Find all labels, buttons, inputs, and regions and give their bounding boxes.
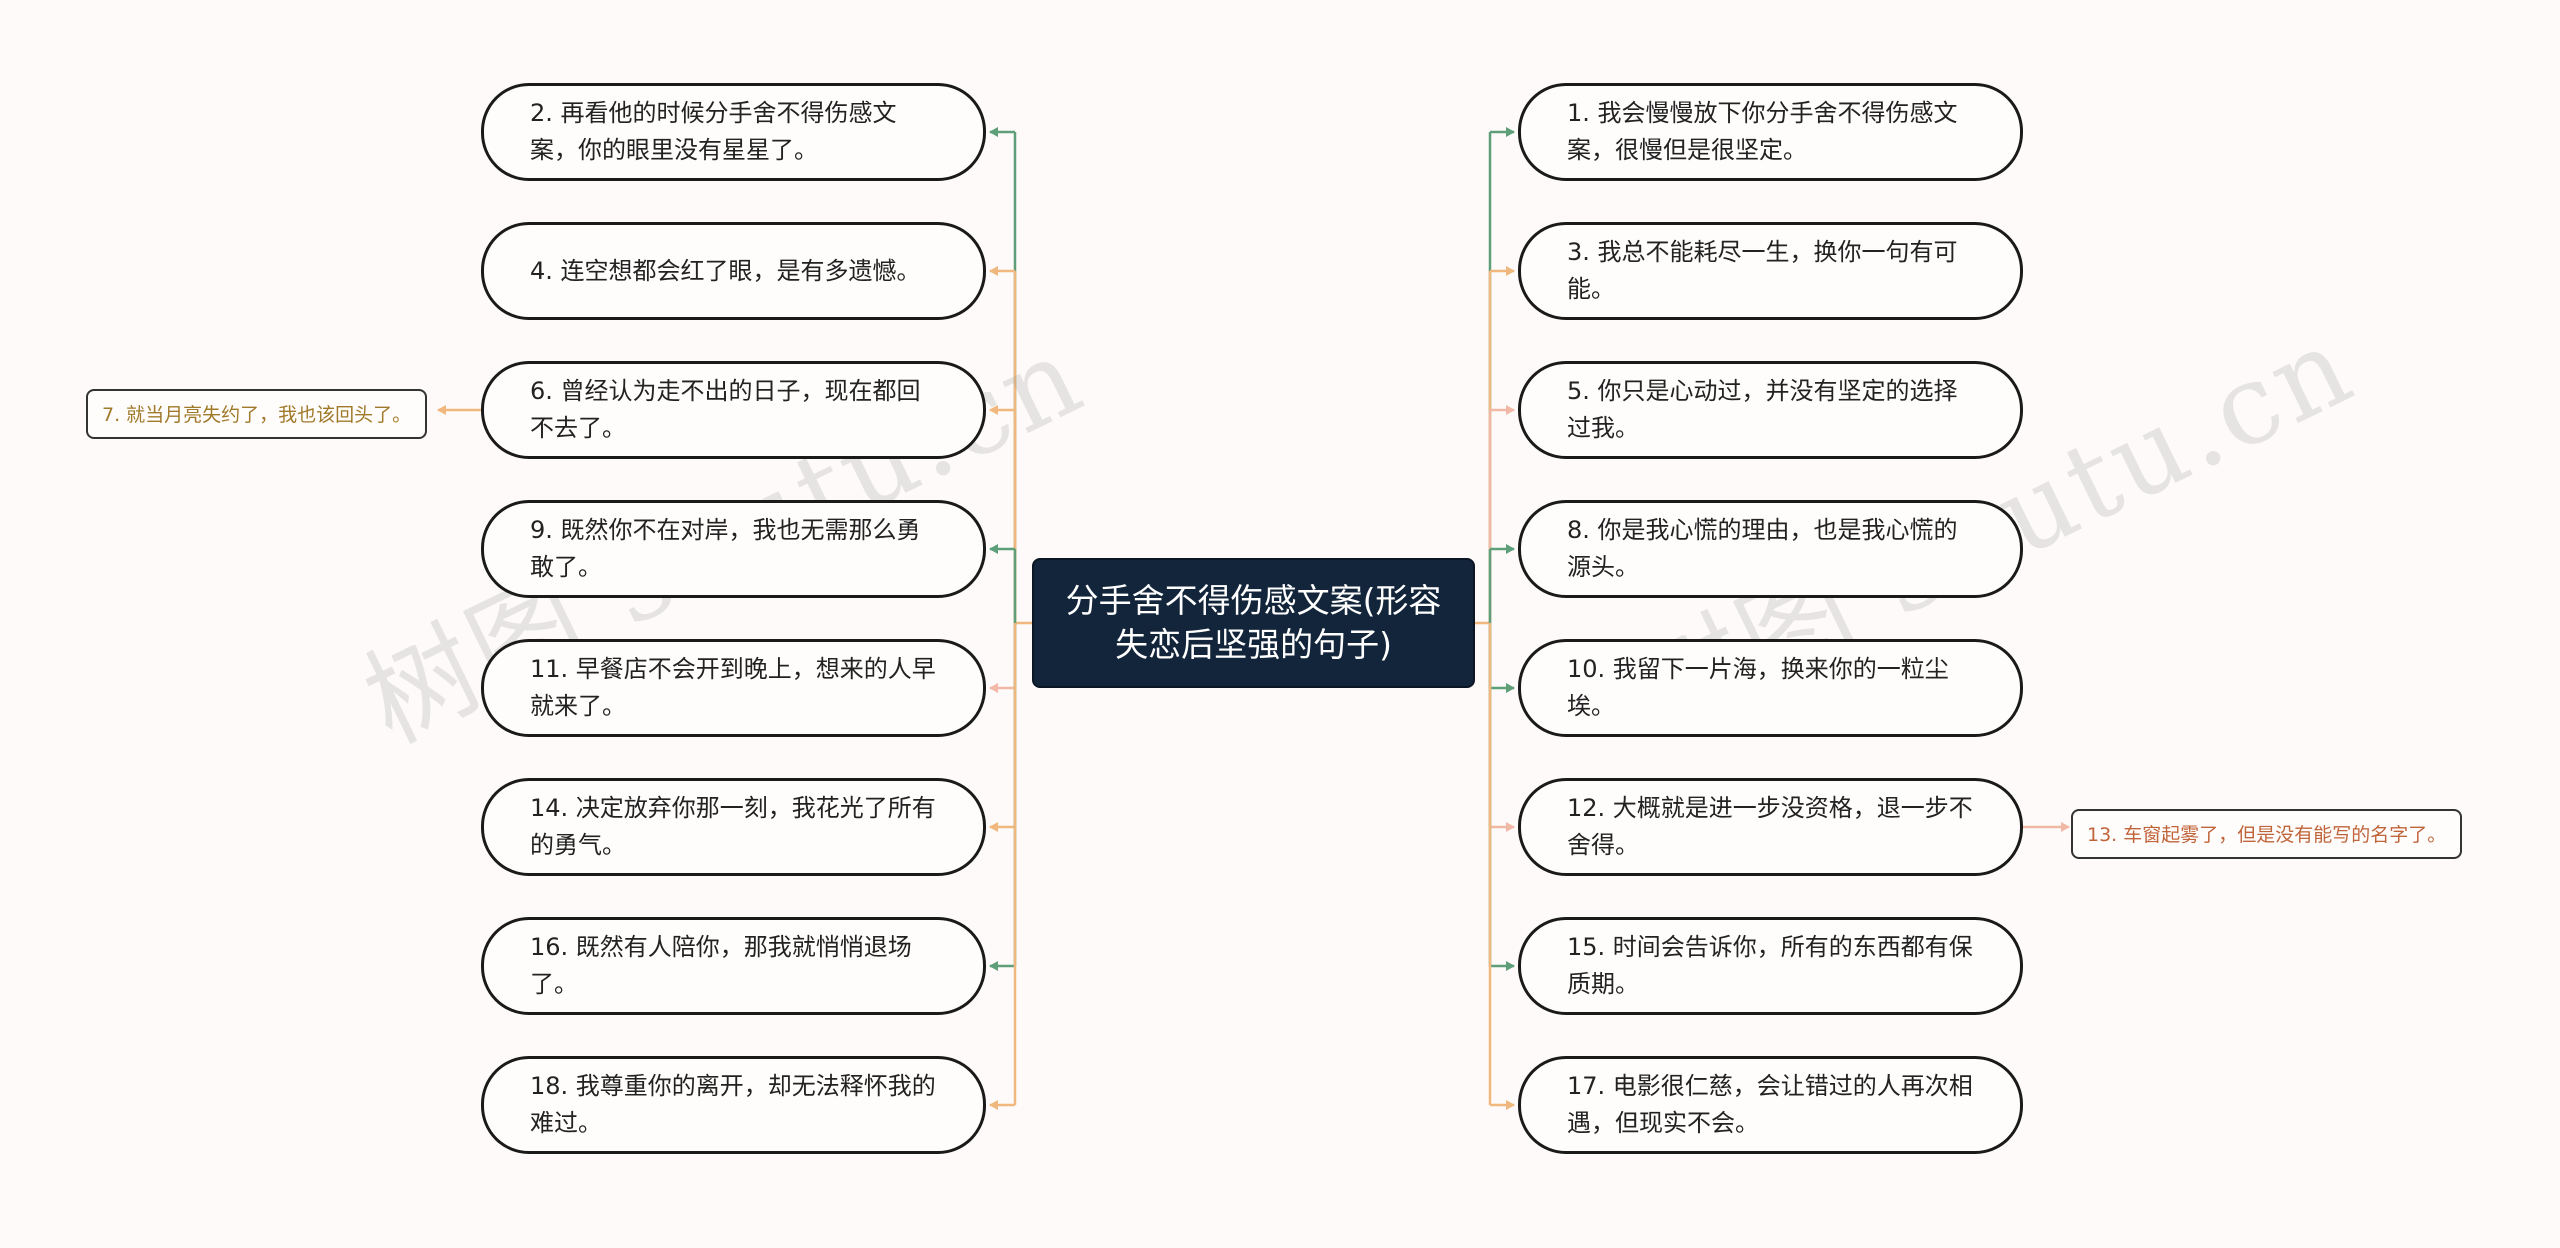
right-branch-node-2[interactable]: 3. 我总不能耗尽一生，换你一句有可能。 <box>1518 222 2023 320</box>
edge-left-arrow-1 <box>989 127 998 137</box>
left-branch-node-4[interactable]: 9. 既然你不在对岸，我也无需那么勇敢了。 <box>481 500 986 598</box>
left-branch-node-label: 18. 我尊重你的离开，却无法释怀我的难过。 <box>530 1072 936 1137</box>
edge-right-arrow-8 <box>1506 1100 1515 1110</box>
edge-left-arrow-8 <box>989 1100 998 1110</box>
edge-left-arrow-3 <box>989 405 998 415</box>
right-branch-node-label: 8. 你是我心慌的理由，也是我心慌的源头。 <box>1567 516 1958 581</box>
leaf-node-7-label: 7. 就当月亮失约了，我也该回头了。 <box>102 404 412 426</box>
right-branch-node-label: 1. 我会慢慢放下你分手舍不得伤感文案，很慢但是很坚定。 <box>1567 99 1958 164</box>
edge-right-arrow-6 <box>1506 822 1515 832</box>
edge-leaf-7-arrow <box>437 405 446 415</box>
left-branch-node-label: 14. 决定放弃你那一刻，我花光了所有的勇气。 <box>530 794 936 859</box>
left-branch-node-1[interactable]: 2. 再看他的时候分手舍不得伤感文案，你的眼里没有星星了。 <box>481 83 986 181</box>
leaf-node-7[interactable]: 7. 就当月亮失约了，我也该回头了。 <box>86 389 428 439</box>
root-topic[interactable]: 分手舍不得伤感文案(形容失恋后坚强的句子) <box>1032 558 1475 688</box>
left-branch-node-2[interactable]: 4. 连空想都会红了眼，是有多遗憾。 <box>481 222 986 320</box>
leaf-node-13[interactable]: 13. 车窗起雾了，但是没有能写的名字了。 <box>2071 809 2463 859</box>
right-branch-node-6[interactable]: 12. 大概就是进一步没资格，退一步不舍得。 <box>1518 778 2023 876</box>
left-branch-node-label: 6. 曾经认为走不出的日子，现在都回不去了。 <box>530 377 921 442</box>
right-branch-node-label: 15. 时间会告诉你，所有的东西都有保质期。 <box>1567 933 1973 998</box>
right-branch-node-label: 5. 你只是心动过，并没有坚定的选择过我。 <box>1567 377 1958 442</box>
edge-left-arrow-2 <box>989 266 998 276</box>
root-topic-label: 分手舍不得伤感文案(形容失恋后坚强的句子) <box>1065 581 1442 664</box>
leaf-node-13-label: 13. 车窗起雾了，但是没有能写的名字了。 <box>2087 824 2447 846</box>
right-branch-node-7[interactable]: 15. 时间会告诉你，所有的东西都有保质期。 <box>1518 917 2023 1015</box>
edge-right-arrow-1 <box>1506 127 1515 137</box>
left-branch-node-8[interactable]: 18. 我尊重你的离开，却无法释怀我的难过。 <box>481 1056 986 1154</box>
edge-right-arrow-7 <box>1506 961 1515 971</box>
left-branch-node-5[interactable]: 11. 早餐店不会开到晚上，想来的人早就来了。 <box>481 639 986 737</box>
right-branch-node-label: 12. 大概就是进一步没资格，退一步不舍得。 <box>1567 794 1973 859</box>
right-branch-node-1[interactable]: 1. 我会慢慢放下你分手舍不得伤感文案，很慢但是很坚定。 <box>1518 83 2023 181</box>
left-branch-node-label: 11. 早餐店不会开到晚上，想来的人早就来了。 <box>530 655 936 720</box>
edge-left-arrow-7 <box>989 961 998 971</box>
right-branch-node-label: 3. 我总不能耗尽一生，换你一句有可能。 <box>1567 238 1958 303</box>
left-branch-node-label: 9. 既然你不在对岸，我也无需那么勇敢了。 <box>530 516 921 581</box>
edge-right-arrow-5 <box>1506 683 1515 693</box>
left-branch-node-6[interactable]: 14. 决定放弃你那一刻，我花光了所有的勇气。 <box>481 778 986 876</box>
edge-right-arrow-2 <box>1506 266 1515 276</box>
edge-left-arrow-5 <box>989 683 998 693</box>
edge-left-arrow-4 <box>989 544 998 554</box>
left-branch-node-label: 16. 既然有人陪你，那我就悄悄退场了。 <box>530 933 912 998</box>
left-branch-node-label: 2. 再看他的时候分手舍不得伤感文案，你的眼里没有星星了。 <box>530 99 897 164</box>
right-branch-node-5[interactable]: 10. 我留下一片海，换来你的一粒尘埃。 <box>1518 639 2023 737</box>
left-branch-node-7[interactable]: 16. 既然有人陪你，那我就悄悄退场了。 <box>481 917 986 1015</box>
right-branch-node-label: 17. 电影很仁慈，会让错过的人再次相遇，但现实不会。 <box>1567 1072 1973 1137</box>
right-branch-node-label: 10. 我留下一片海，换来你的一粒尘埃。 <box>1567 655 1949 720</box>
edge-right-arrow-3 <box>1506 405 1515 415</box>
right-branch-node-3[interactable]: 5. 你只是心动过，并没有坚定的选择过我。 <box>1518 361 2023 459</box>
left-branch-node-3[interactable]: 6. 曾经认为走不出的日子，现在都回不去了。 <box>481 361 986 459</box>
right-branch-node-4[interactable]: 8. 你是我心慌的理由，也是我心慌的源头。 <box>1518 500 2023 598</box>
edge-left-arrow-6 <box>989 822 998 832</box>
right-branch-node-8[interactable]: 17. 电影很仁慈，会让错过的人再次相遇，但现实不会。 <box>1518 1056 2023 1154</box>
edge-leaf-13-arrow <box>2061 822 2070 832</box>
edge-right-arrow-4 <box>1506 544 1515 554</box>
left-branch-node-label: 4. 连空想都会红了眼，是有多遗憾。 <box>530 256 921 285</box>
